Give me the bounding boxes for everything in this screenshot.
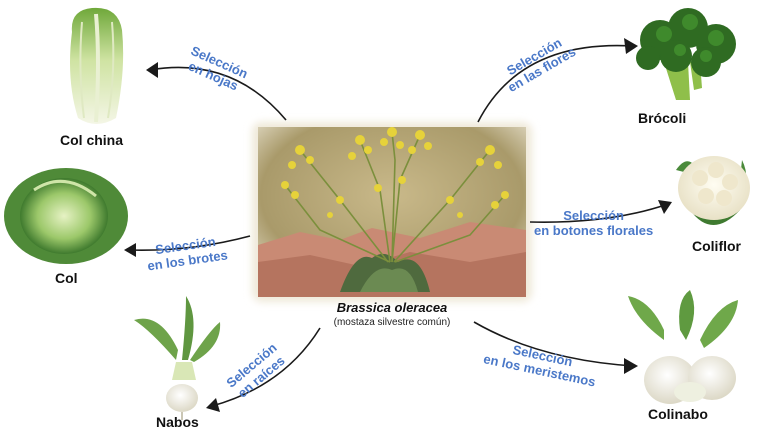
arrowhead-col bbox=[124, 243, 136, 257]
species-name: Brassica oleracea bbox=[258, 300, 526, 315]
label-coliflor: Coliflor bbox=[692, 238, 741, 254]
wild-mustard-photo bbox=[252, 122, 532, 302]
label-nabos: Nabos bbox=[156, 414, 199, 430]
label-col-china: Col china bbox=[60, 132, 123, 148]
species-common-name: (mostaza silvestre común) bbox=[258, 317, 526, 328]
label-colinabo: Colinabo bbox=[648, 406, 708, 422]
arrowhead-col-china bbox=[146, 62, 158, 78]
selection-botones: Selección en botones florales bbox=[534, 208, 653, 238]
cabbage-image bbox=[4, 168, 128, 264]
arrowhead-colinabo bbox=[624, 358, 638, 374]
selection-botones-line2: en botones florales bbox=[534, 223, 653, 238]
label-brocoli: Brócoli bbox=[638, 110, 686, 126]
kohlrabi-image bbox=[628, 290, 738, 404]
turnip-image bbox=[134, 296, 220, 420]
arrowhead-nabos bbox=[206, 398, 220, 412]
selection-botones-line1: Selección bbox=[534, 208, 653, 223]
cauliflower-image bbox=[676, 156, 750, 225]
napa-cabbage-image bbox=[70, 8, 123, 124]
label-col: Col bbox=[55, 270, 78, 286]
arrowhead-brocoli bbox=[624, 38, 638, 54]
broccoli-image bbox=[636, 8, 736, 100]
